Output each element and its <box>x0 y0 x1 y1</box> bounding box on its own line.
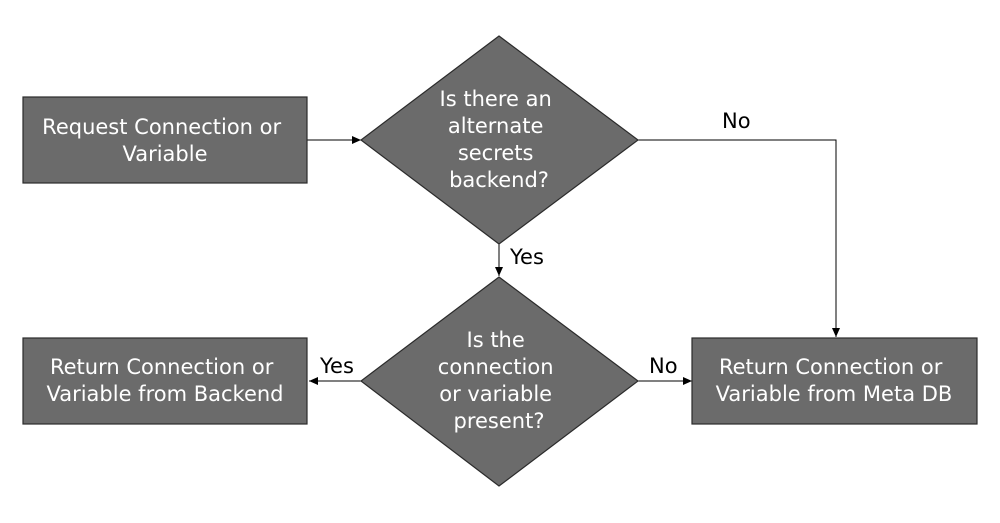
node-return-from-metadb: Return Connection or Variable from Meta … <box>691 337 978 425</box>
node-alt-backend-decision: Is there an alternate secrets backend? <box>360 35 640 245</box>
svg-text:Return Connection or Var: Return Connection or Variable from Meta … <box>716 355 953 406</box>
svg-text:Return Connection or Var: Return Connection or Variable from Backe… <box>46 355 283 406</box>
node-alt-backend-line-2: alternate <box>448 114 543 138</box>
edge-alt-backend-no <box>638 139 840 337</box>
node-request-line-1: Request Connection or <box>42 115 281 139</box>
node-alt-backend-line-3: secrets <box>458 141 534 165</box>
node-from-metadb-line-2: Variable from Meta DB <box>716 382 953 406</box>
node-return-from-backend: Return Connection or Variable from Backe… <box>22 337 308 425</box>
svg-text:Is there an alternate: Is there an alternate secrets backend? <box>440 87 559 192</box>
edge-label-alt-no: No <box>722 109 751 133</box>
node-alt-backend-line-1: Is there an <box>440 87 552 111</box>
node-present-line-2: connection <box>438 355 554 379</box>
node-present-line-1: Is the <box>467 328 525 352</box>
node-alt-backend-line-4: backend? <box>449 168 549 192</box>
node-present-line-4: present? <box>454 409 545 433</box>
svg-text:Is the connection: Is the connection or variable present? <box>438 328 560 433</box>
node-request-line-2: Variable <box>122 142 207 166</box>
node-request: Request Connection or Variable <box>22 96 308 184</box>
node-present-decision: Is the connection or variable present? <box>360 276 639 487</box>
edge-label-present-yes: Yes <box>319 354 354 378</box>
edge-label-present-no: No <box>649 354 678 378</box>
edge-label-alt-yes: Yes <box>509 245 544 269</box>
node-from-metadb-line-1: Return Connection or <box>719 355 943 379</box>
node-from-backend-line-1: Return Connection or <box>50 355 274 379</box>
node-present-line-3: or variable <box>439 382 552 406</box>
node-from-backend-line-2: Variable from Backend <box>46 382 283 406</box>
svg-text:Request Connection or Va: Request Connection or Variable <box>42 115 288 166</box>
